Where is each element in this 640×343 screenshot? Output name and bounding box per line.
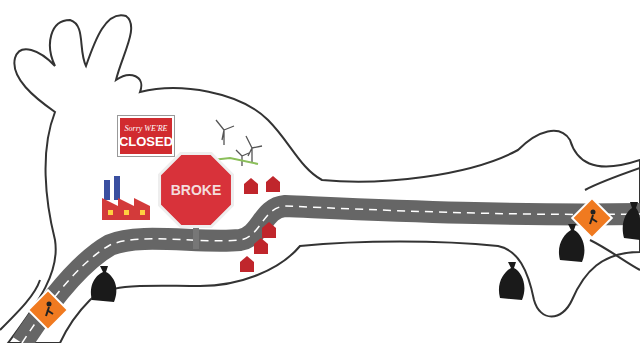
house — [240, 176, 280, 272]
octagon-outline — [160, 154, 233, 227]
windmill — [212, 120, 262, 166]
closed-sign: Sorry WE'RE CLOSED — [118, 116, 174, 156]
stop-sign: BROKE — [158, 152, 234, 228]
neuron-outline — [8, 15, 640, 343]
sign-post — [193, 225, 199, 249]
sign-text: Sorry WE'RE — [125, 125, 168, 133]
construction-sign — [28, 198, 612, 330]
road — [22, 206, 640, 343]
factory — [102, 176, 150, 220]
sign-text: BROKE — [171, 183, 222, 197]
sign-heading: CLOSED — [119, 135, 173, 148]
